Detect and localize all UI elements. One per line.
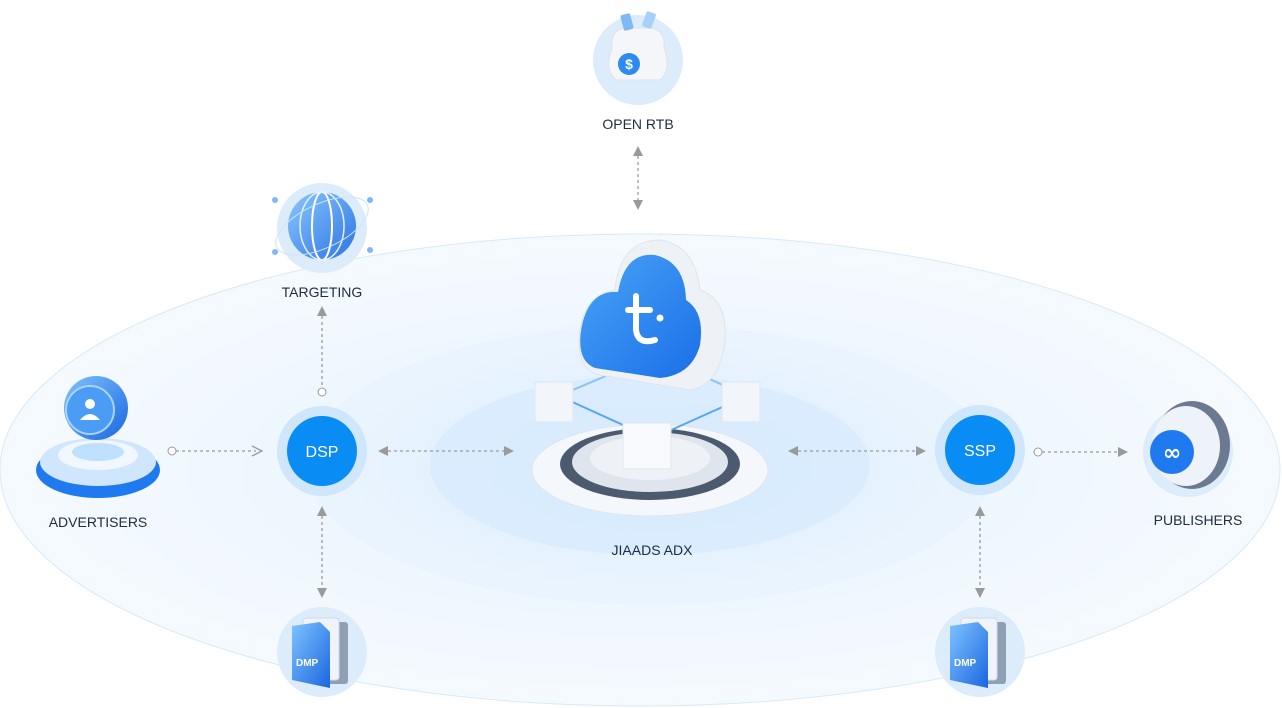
open-rtb-node[interactable]: $	[593, 11, 683, 105]
svg-text:$: $	[625, 56, 633, 72]
connector-dsp-dmp	[317, 506, 327, 598]
advertisers-node[interactable]	[36, 376, 160, 498]
money-bag-icon: $	[608, 11, 668, 81]
targeting-node[interactable]	[267, 183, 376, 273]
connector-dsp-adx	[378, 446, 514, 456]
svg-text:∞: ∞	[1163, 441, 1181, 466]
folder-icon: DMP	[292, 617, 348, 688]
dmp-right-node[interactable]: DMP	[935, 607, 1025, 697]
dsp-label: DSP	[306, 444, 339, 461]
infinity-coin-icon: ∞	[1150, 401, 1230, 489]
publishers-node[interactable]: ∞	[1143, 401, 1233, 497]
dsp-node[interactable]: DSP	[277, 406, 367, 496]
ssp-label: SSP	[964, 443, 996, 460]
dmp-left-node[interactable]: DMP	[277, 607, 367, 697]
connector-adx-ssp	[788, 446, 926, 456]
dmp-left-label: DMP	[296, 658, 319, 669]
adx-platform-illustration	[531, 239, 769, 517]
connector-ssp-dmp	[975, 506, 985, 598]
dmp-right-label: DMP	[954, 658, 977, 669]
targeting-label: TARGETING	[282, 284, 363, 300]
globe-icon	[272, 191, 373, 261]
adx-label: JIAADS ADX	[612, 542, 694, 558]
open-rtb-label: OPEN RTB	[602, 116, 673, 132]
advertiser-profile-icon	[36, 376, 160, 498]
publishers-label: PUBLISHERS	[1154, 512, 1243, 528]
folder-icon: DMP	[950, 617, 1006, 688]
connector-openrtb-adx	[633, 146, 643, 210]
connector-dsp-targeting	[317, 306, 327, 397]
advertisers-label: ADVERTISERS	[49, 514, 148, 530]
ssp-node[interactable]: SSP	[935, 405, 1025, 495]
adx-node[interactable]	[531, 239, 769, 517]
connector-advertisers-dsp	[167, 445, 264, 457]
connector-ssp-publishers	[1033, 447, 1128, 457]
